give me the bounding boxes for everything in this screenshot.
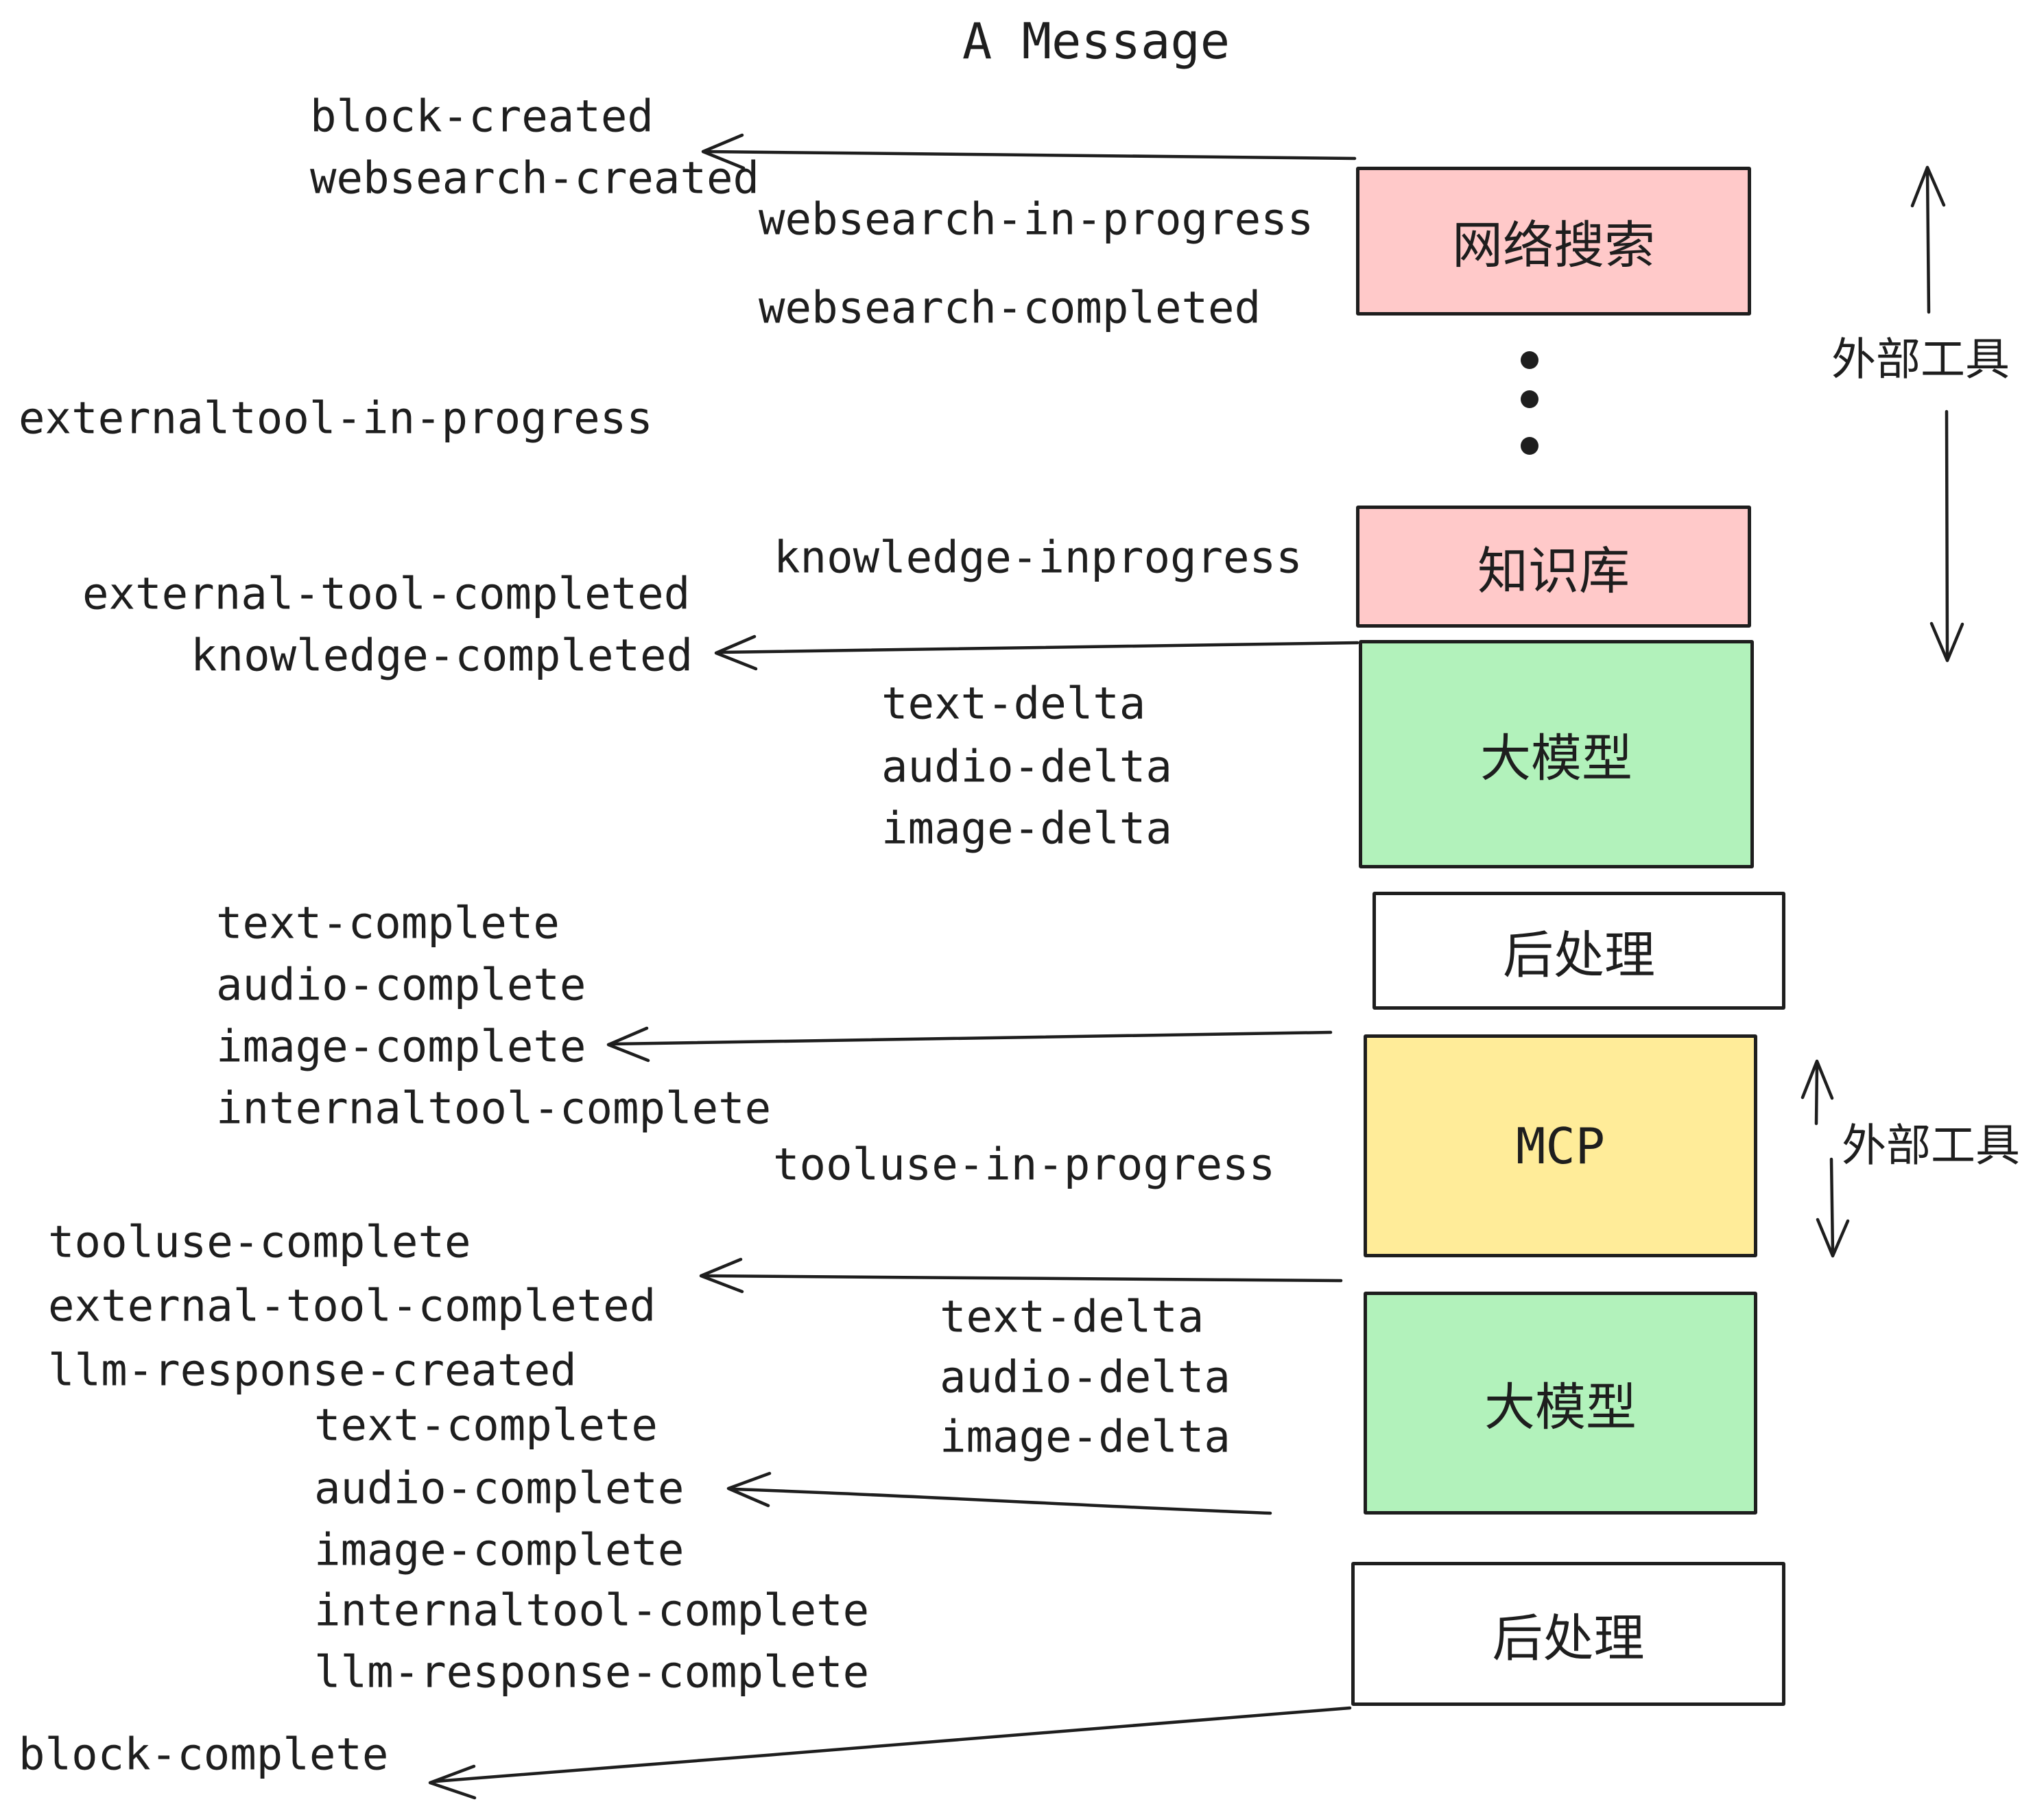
event-label-text-delta-2: text-delta bbox=[940, 1292, 1204, 1343]
stage-box-mcp: MCP bbox=[1364, 1034, 1757, 1257]
event-label-llm-response-complete: llm-response-complete bbox=[314, 1647, 870, 1698]
event-label-text-delta-1: text-delta bbox=[881, 678, 1146, 730]
event-label-tooluse-complete: tooluse-complete bbox=[48, 1217, 471, 1268]
stage-box-llm-2: 大模型 bbox=[1364, 1292, 1757, 1515]
event-label-knowledge-completed: knowledge-completed bbox=[191, 630, 693, 682]
event-label-websearch-in-progress: websearch-in-progress bbox=[759, 194, 1314, 246]
stage-box-postprocess-2-label: 后处理 bbox=[1492, 1609, 1645, 1668]
external-tools-up-arrow-mid bbox=[1801, 1059, 1834, 1126]
event-label-block-complete: block-complete bbox=[19, 1729, 389, 1781]
event-label-externaltool-in-progress: externaltool-in-progress bbox=[19, 393, 653, 444]
event-label-image-complete-1: image-complete bbox=[216, 1021, 586, 1073]
external-tools-label-mid: 外部工具 bbox=[1841, 1120, 2021, 1172]
arrow-to-block-created bbox=[701, 133, 1357, 170]
event-label-audio-complete-2: audio-complete bbox=[314, 1463, 685, 1515]
stage-box-knowledge: 知识库 bbox=[1356, 506, 1751, 628]
arrow-to-audio-complete bbox=[726, 1471, 1272, 1515]
event-label-tooluse-in-progress: tooluse-in-progress bbox=[773, 1139, 1276, 1191]
event-label-text-complete-2: text-complete bbox=[314, 1400, 658, 1451]
event-label-external-tool-completed-2: external-tool-completed bbox=[48, 1281, 656, 1332]
event-label-audio-delta-2: audio-delta bbox=[940, 1352, 1231, 1403]
stage-box-websearch: 网络搜索 bbox=[1356, 167, 1751, 316]
event-label-internaltool-complete-2: internaltool-complete bbox=[314, 1585, 870, 1637]
event-label-image-delta-1: image-delta bbox=[881, 803, 1172, 855]
event-label-knowledge-inprogress: knowledge-inprogress bbox=[774, 532, 1303, 584]
stage-box-llm-1: 大模型 bbox=[1359, 640, 1754, 868]
event-label-image-complete-2: image-complete bbox=[314, 1525, 685, 1576]
event-label-audio-delta-1: audio-delta bbox=[881, 741, 1172, 793]
event-label-internaltool-complete-1: internaltool-complete bbox=[216, 1083, 772, 1135]
stage-box-knowledge-label: 知识库 bbox=[1477, 541, 1630, 601]
event-label-audio-complete-1: audio-complete bbox=[216, 960, 586, 1011]
event-label-external-tool-completed-1: external-tool-completed bbox=[82, 569, 691, 620]
event-label-websearch-created: websearch-created bbox=[310, 153, 760, 204]
event-label-text-complete-1: text-complete bbox=[216, 898, 560, 949]
external-tools-down-arrow-top bbox=[1929, 410, 1964, 663]
stage-box-mcp-label: MCP bbox=[1515, 1117, 1606, 1175]
diagram-title: A Message bbox=[962, 12, 1231, 70]
stage-box-llm-2-label: 大模型 bbox=[1484, 1378, 1637, 1437]
event-label-block-created: block-created bbox=[310, 91, 654, 143]
event-label-image-delta-2: image-delta bbox=[940, 1412, 1231, 1463]
external-tools-label-top: 外部工具 bbox=[1831, 334, 2010, 385]
external-tools-down-arrow-mid bbox=[1816, 1157, 1850, 1258]
arrow-to-knowledge-completed bbox=[714, 634, 1359, 671]
stage-box-postprocess-1-label: 后处理 bbox=[1503, 925, 1655, 985]
external-tools-up-arrow-top bbox=[1910, 165, 1946, 314]
arrow-to-tooluse-complete bbox=[699, 1257, 1343, 1294]
event-label-websearch-completed: websearch-completed bbox=[759, 283, 1261, 334]
arrow-to-block-complete bbox=[428, 1706, 1352, 1800]
stage-box-websearch-label: 网络搜索 bbox=[1452, 216, 1655, 275]
stage-box-postprocess-2: 后处理 bbox=[1351, 1562, 1785, 1706]
event-label-llm-response-created: llm-response-created bbox=[48, 1345, 577, 1397]
stage-box-postprocess-1: 后处理 bbox=[1372, 892, 1785, 1010]
arrow-to-image-complete bbox=[606, 1026, 1333, 1063]
stage-box-llm-1-label: 大模型 bbox=[1480, 729, 1632, 788]
